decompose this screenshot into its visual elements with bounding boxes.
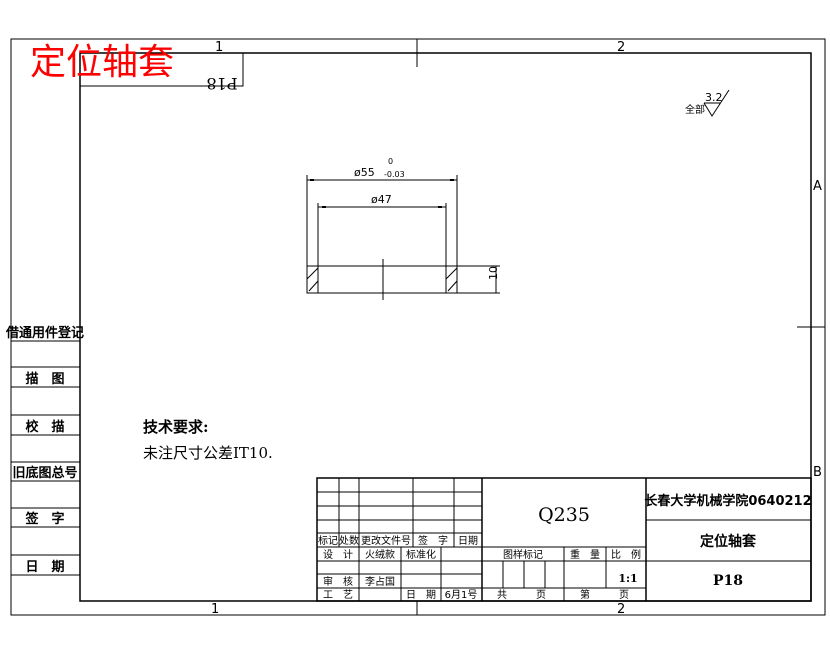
total-label: 共 xyxy=(497,589,507,601)
outer-diameter: ø55 xyxy=(354,166,375,179)
zone-top-2: 2 xyxy=(617,40,625,55)
code-box xyxy=(79,52,244,87)
drawing-no: P18 xyxy=(713,573,743,589)
part-section-view: ø55 0 -0.03 ø47 10 xyxy=(306,157,500,300)
roughness-value: 3.2 xyxy=(705,91,723,104)
page-label-2: 页 xyxy=(619,589,629,601)
rev-header-count: 处数 xyxy=(339,534,359,547)
design-label: 设 计 xyxy=(323,548,353,561)
outer-border xyxy=(10,38,826,616)
sample-mark-label: 图样标记 xyxy=(503,548,543,561)
standardize-label: 标准化 xyxy=(406,548,436,561)
inner-frame xyxy=(79,52,812,602)
review-label: 审 核 xyxy=(323,575,353,588)
scale-label: 比 例 xyxy=(611,548,641,561)
scale-value: 1:1 xyxy=(618,572,637,585)
roughness-prefix: 全部 xyxy=(685,103,705,116)
title-block: 标记 处数 更改文件号 签 字 日期 设 计 火绒款 标准化 审 核 李占国 工… xyxy=(316,477,812,602)
tech-req-line1: 未注尺寸公差IT10. xyxy=(143,444,273,462)
inner-diameter: ø47 xyxy=(371,193,392,206)
designer: 火绒款 xyxy=(365,548,395,561)
date-label: 日 期 xyxy=(406,589,436,601)
left-strip: 借通用件登记 描 图 校 描 旧底图总号 签 字 日 期 xyxy=(5,325,84,576)
rev-header-mark: 标记 xyxy=(318,535,338,547)
height-dim: 10 xyxy=(487,266,500,280)
page-label: 页 xyxy=(536,589,546,601)
rev-header-doc: 更改文件号 xyxy=(361,534,411,547)
reviewer: 李占国 xyxy=(365,575,395,588)
zone-right-b: B xyxy=(813,465,822,480)
zone-right-a: A xyxy=(813,179,822,194)
material: Q235 xyxy=(538,504,590,526)
zone-top-1: 1 xyxy=(215,40,223,55)
left-strip-0: 借通用件登记 xyxy=(5,325,84,341)
date-value: 6月1号 xyxy=(445,589,478,601)
weight-label: 重 量 xyxy=(570,548,600,561)
left-strip-1: 描 图 xyxy=(25,371,64,387)
zone-bottom-1: 1 xyxy=(211,602,219,617)
outer-tol-lower: -0.03 xyxy=(384,170,405,179)
hatching xyxy=(306,267,458,292)
zone-bottom-2: 2 xyxy=(617,602,625,617)
process-label: 工 艺 xyxy=(323,589,353,601)
left-strip-2: 校 描 xyxy=(25,419,64,435)
left-strip-5: 日 期 xyxy=(25,560,64,575)
part-name: 定位轴套 xyxy=(700,533,756,550)
left-strip-4: 签 字 xyxy=(24,511,64,527)
school: 长春大学机械学院0640212 xyxy=(644,493,811,509)
roughness-symbol-icon xyxy=(703,89,730,117)
drawing-code-flipped: P18 xyxy=(206,74,237,93)
outer-tol-upper: 0 xyxy=(388,157,393,166)
title-overlay: 定位轴套 xyxy=(30,42,174,83)
tech-req-title: 技术要求: xyxy=(143,418,209,436)
left-strip-3: 旧底图总号 xyxy=(12,465,77,481)
sheet-label: 第 xyxy=(580,588,590,601)
rev-header-date: 日期 xyxy=(458,535,478,547)
rev-header-sign: 签 字 xyxy=(418,534,448,547)
part-outline xyxy=(306,265,458,294)
